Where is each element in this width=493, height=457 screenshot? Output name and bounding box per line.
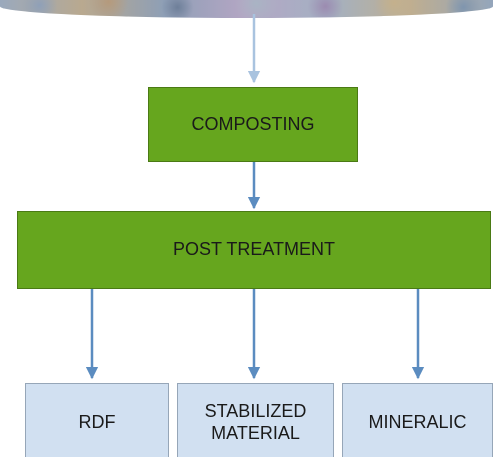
post-treatment-node: POST TREATMENT: [17, 211, 491, 289]
rdf-node: RDF: [25, 383, 169, 457]
header-photo-strip: [0, 0, 493, 18]
mineralic-node: MINERALIC: [342, 383, 493, 457]
rdf-label: RDF: [78, 412, 116, 433]
mineralic-label: MINERALIC: [368, 412, 467, 433]
stabilized-material-label-line2: MATERIAL: [211, 423, 300, 443]
stabilized-material-node: STABILIZED MATERIAL: [177, 383, 334, 457]
composting-label: COMPOSTING: [191, 113, 315, 134]
stabilized-material-label-line1: STABILIZED: [204, 401, 307, 422]
post-treatment-label: POST TREATMENT: [172, 239, 336, 260]
composting-node: COMPOSTING: [148, 87, 358, 162]
